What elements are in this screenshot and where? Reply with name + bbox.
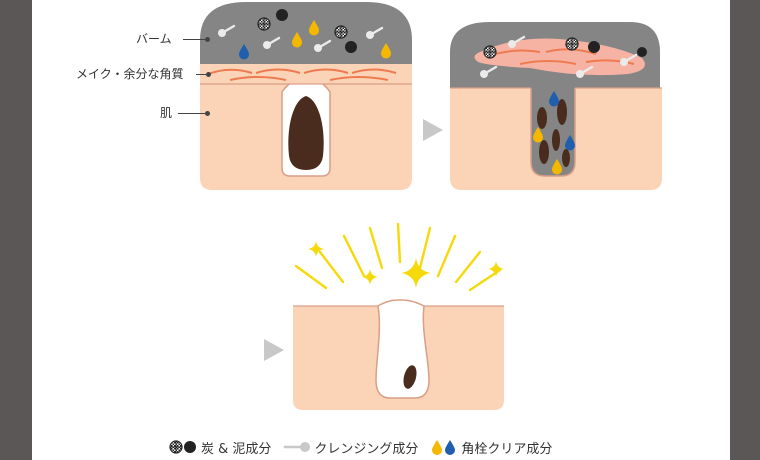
leader-line: [178, 113, 205, 114]
plug-fragment: [552, 129, 560, 151]
charcoal-ball-icon: [334, 25, 348, 39]
sparkle-icon: [362, 269, 378, 285]
charcoal-clay-icon: [169, 440, 196, 454]
plug-remnant: [403, 365, 417, 389]
plug-fragment: [537, 107, 547, 129]
plug-fragment: [557, 99, 567, 125]
legend-item-cleansing: クレンジング成分: [283, 438, 418, 457]
makeup-lines: [207, 68, 397, 81]
panel-3-clean-pore: [293, 222, 504, 410]
pore-outline: [375, 299, 430, 399]
panel-2-dissolving: [450, 22, 662, 190]
legend-label-cleansing: クレンジング成分: [314, 441, 419, 457]
legend-label-charcoal-clay: 炭 & 泥成分: [201, 441, 272, 457]
panel-1-balm-applied: [200, 2, 412, 190]
drops-icon: [432, 440, 456, 455]
plug-fragment: [539, 140, 549, 164]
lifted-makeup: [474, 38, 645, 76]
legend-item-pore-clear: 角栓クリア成分: [430, 438, 552, 457]
leader-line: [183, 39, 205, 40]
arrow-right-icon: [264, 339, 284, 361]
label-makeup: メイク・余分な角質: [76, 67, 184, 81]
shine-rays: [294, 222, 502, 292]
charcoal-ball-icon: [257, 17, 271, 31]
plug-fragment: [562, 149, 570, 167]
arrow-right-icon: [423, 119, 443, 141]
balm-layer: [200, 2, 412, 64]
sparkle-icon: [401, 258, 431, 288]
clay-ball-icon: [637, 47, 647, 57]
leader-dot: [205, 111, 210, 116]
sparkle-icon: [488, 261, 504, 277]
makeup-layer: [200, 64, 412, 84]
legend-item-charcoal-clay: 炭 & 泥成分: [168, 438, 271, 457]
pore-outline: [530, 88, 576, 177]
sebum-plug: [288, 96, 324, 170]
leader-dot: [206, 72, 211, 77]
charcoal-ball-icon: [565, 37, 579, 51]
clay-ball-icon: [345, 41, 357, 53]
leader-line: [196, 74, 206, 75]
clay-ball-icon: [588, 41, 600, 53]
cleansing-pin-icon: [284, 442, 311, 452]
clay-ball-icon: [276, 9, 288, 21]
leader-dot: [205, 37, 210, 42]
charcoal-ball-icon: [483, 45, 497, 59]
label-skin: 肌: [160, 106, 173, 120]
legend-label-pore-clear: 角栓クリア成分: [461, 441, 553, 457]
label-balm: バーム: [136, 32, 172, 46]
legend: 炭 & 泥成分 クレンジング成分 角栓クリア成分: [168, 438, 564, 457]
